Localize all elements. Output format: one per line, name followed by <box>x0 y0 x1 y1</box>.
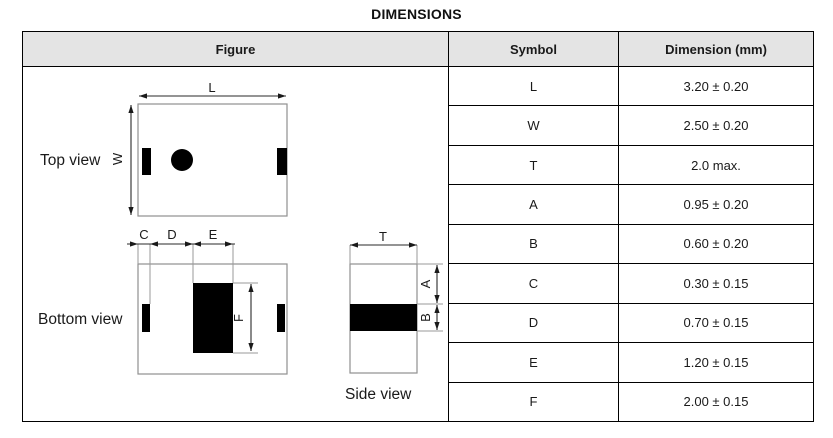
symbol-cell: W <box>448 105 619 146</box>
dimensions-table: Figure Symbol Dimension (mm) <box>22 31 814 422</box>
top-view-terminal-left <box>142 148 151 175</box>
t-dimension-arrows <box>350 242 417 248</box>
side-view-drawing: T A <box>345 229 443 403</box>
view-label-top: Top view <box>40 152 101 169</box>
symbol-cell: A <box>448 184 619 225</box>
bottom-view-center-pad <box>193 283 233 353</box>
symbol-cell: B <box>448 223 619 265</box>
column-header-dimension: Dimension (mm) <box>618 31 814 67</box>
side-view-electrode-band <box>350 304 417 331</box>
table-row: L W Top view <box>22 65 814 422</box>
dimension-cell: 0.30 ± 0.15 <box>618 263 814 304</box>
bottom-view-drawing: C D E F Bottom view <box>38 227 288 375</box>
table-row: B 0.60 ± 0.20 <box>23 223 814 265</box>
b-dimension-arrows <box>434 305 440 330</box>
view-label-bottom: Bottom view <box>38 311 123 328</box>
a-dimension-arrows <box>434 265 440 303</box>
dimension-cell: 2.50 ± 0.20 <box>618 105 814 146</box>
top-view-drawing: L W Top view <box>40 80 288 217</box>
dimension-cell: 3.20 ± 0.20 <box>618 65 814 107</box>
dim-label-E: E <box>209 227 218 242</box>
dim-label-T: T <box>379 229 387 244</box>
top-view-terminal-right <box>277 148 287 175</box>
polarity-dot <box>171 149 193 171</box>
header-row: Figure Symbol Dimension (mm) <box>22 31 814 67</box>
f-dimension-arrows <box>248 284 254 351</box>
symbol-cell: F <box>448 381 619 422</box>
table-row: C 0.30 ± 0.15 <box>23 263 814 304</box>
figure-drawing: L W Top view <box>38 80 443 403</box>
dimension-cell: 0.60 ± 0.20 <box>618 223 814 265</box>
dimension-cell: 0.95 ± 0.20 <box>618 184 814 225</box>
dim-label-C: C <box>139 227 148 242</box>
dim-label-B: B <box>418 313 433 322</box>
page-title: DIMENSIONS <box>371 6 462 22</box>
dim-label-W: W <box>110 152 125 165</box>
cde-dimension-arrows <box>130 241 233 247</box>
figure-cell: L W Top view <box>22 66 449 422</box>
dim-label-F: F <box>231 314 246 322</box>
view-label-side: Side view <box>345 386 412 403</box>
bottom-view-terminal-right <box>277 304 285 332</box>
symbol-cell: D <box>448 302 619 344</box>
dimension-cell: 2.0 max. <box>618 144 814 186</box>
top-view-body <box>137 103 288 217</box>
dim-label-D: D <box>167 227 176 242</box>
symbol-cell: T <box>448 144 619 186</box>
dim-label-L: L <box>208 80 215 95</box>
symbol-cell: C <box>448 263 619 304</box>
table-row: A 0.95 ± 0.20 <box>23 184 814 225</box>
w-dimension-arrows <box>128 105 134 215</box>
table-row: D 0.70 ± 0.15 <box>23 302 814 344</box>
table-row: F 2.00 ± 0.15 <box>23 381 814 422</box>
l-dimension-arrows <box>139 93 286 99</box>
column-header-figure: Figure <box>22 31 449 67</box>
bottom-view-body <box>137 263 288 375</box>
symbol-cell: L <box>448 65 619 107</box>
column-header-symbol: Symbol <box>448 31 619 67</box>
bottom-view-terminal-left <box>142 304 150 332</box>
dimension-cell: 0.70 ± 0.15 <box>618 302 814 344</box>
dimension-cell: 1.20 ± 0.15 <box>618 342 814 383</box>
dimension-cell: 2.00 ± 0.15 <box>618 381 814 422</box>
symbol-cell: E <box>448 342 619 383</box>
dim-label-A: A <box>418 279 433 288</box>
table-row: W 2.50 ± 0.20 <box>23 105 814 146</box>
table-row: E 1.20 ± 0.15 <box>23 342 814 383</box>
